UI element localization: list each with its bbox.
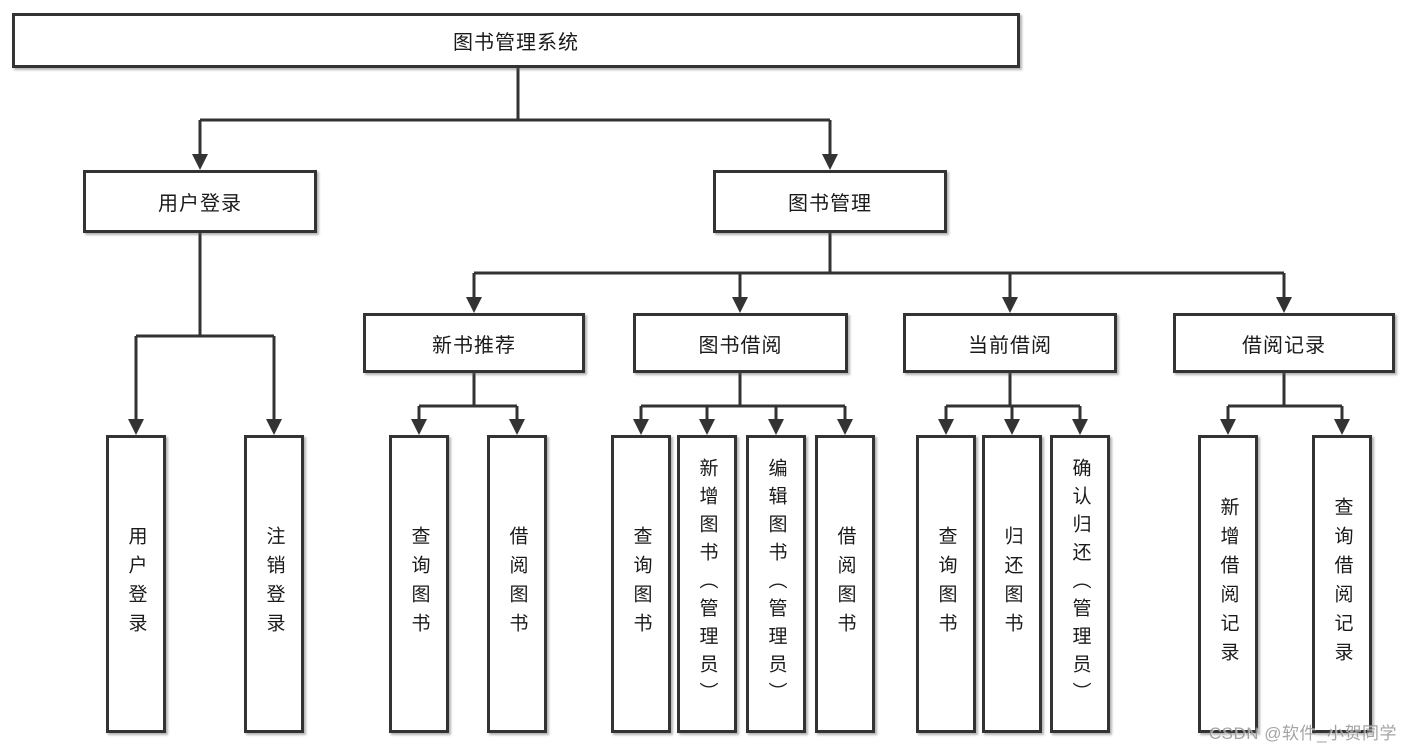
- leaf-current-confirm-return-admin: 确认归还（管理员）: [1050, 435, 1110, 733]
- node-user-login-group: 用户登录: [83, 170, 317, 233]
- leaf-user-login: 用户登录: [106, 435, 166, 733]
- leaf-user-logout: 注销登录: [244, 435, 304, 733]
- leaf-borrow-add-book-admin: 新增图书（管理员）: [677, 435, 737, 733]
- node-root: 图书管理系统: [12, 13, 1020, 68]
- leaf-borrow-borrow-book: 借阅图书: [815, 435, 875, 733]
- leaf-recommend-borrow-book: 借阅图书: [487, 435, 547, 733]
- csdn-watermark: CSDN @软件_小贺同学: [1208, 724, 1397, 743]
- leaf-recommend-query-book: 查询图书: [389, 435, 449, 733]
- node-new-book-recommend: 新书推荐: [363, 313, 585, 373]
- leaf-current-query-book: 查询图书: [916, 435, 976, 733]
- leaf-records-add-record: 新增借阅记录: [1198, 435, 1258, 733]
- leaf-records-query-record: 查询借阅记录: [1312, 435, 1372, 733]
- node-book-management: 图书管理: [713, 170, 947, 233]
- node-book-borrow: 图书借阅: [633, 313, 848, 373]
- leaf-current-return-book: 归还图书: [982, 435, 1042, 733]
- leaf-borrow-query-book: 查询图书: [611, 435, 671, 733]
- leaf-borrow-edit-book-admin: 编辑图书（管理员）: [746, 435, 806, 733]
- node-borrow-records: 借阅记录: [1173, 313, 1395, 373]
- node-current-borrow: 当前借阅: [903, 313, 1117, 373]
